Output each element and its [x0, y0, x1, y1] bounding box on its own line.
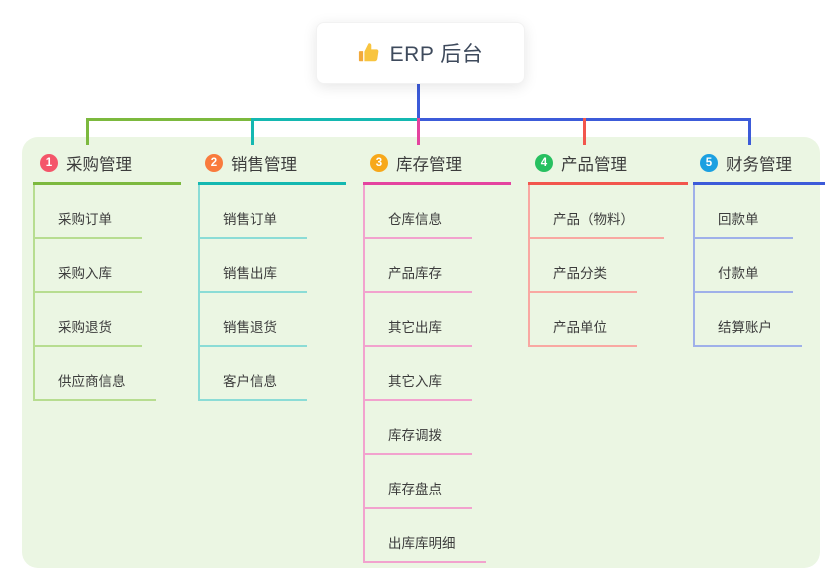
child-node-label: 采购退货 [58, 320, 112, 335]
child-node-label: 销售出库 [223, 266, 277, 281]
child-node[interactable]: 其它出库 [363, 293, 472, 347]
child-node-label: 销售退货 [223, 320, 277, 335]
child-node[interactable]: 销售订单 [198, 185, 307, 239]
child-node[interactable]: 回款单 [693, 185, 793, 239]
branch-column: 2 销售管理 销售订单 销售出库 销售退货 客户信息 [198, 148, 346, 401]
child-node-label: 产品（物料） [553, 212, 634, 227]
branch-label[interactable]: 2 销售管理 [198, 148, 346, 185]
child-node[interactable]: 销售退货 [198, 293, 307, 347]
branch-spine-line [363, 185, 365, 563]
branch-spine-line [198, 185, 200, 401]
child-node-label: 采购入库 [58, 266, 112, 281]
branch-number-badge: 3 [370, 154, 388, 172]
child-node[interactable]: 产品单位 [528, 293, 637, 347]
child-node-label: 产品库存 [388, 266, 442, 281]
branch-column: 4 产品管理 产品（物料） 产品分类 产品单位 [528, 148, 688, 347]
branch-drop-line-4 [583, 118, 586, 145]
branch-spine-line [693, 185, 695, 347]
branch-children: 产品（物料） 产品分类 产品单位 [528, 185, 688, 347]
child-node[interactable]: 结算账户 [693, 293, 802, 347]
child-node[interactable]: 采购订单 [33, 185, 142, 239]
child-node-label: 产品分类 [553, 266, 607, 281]
child-node-label: 库存盘点 [388, 482, 442, 497]
bus-segment-1 [86, 118, 253, 121]
branch-drop-line-3 [417, 118, 420, 145]
branch-title: 产品管理 [561, 156, 627, 174]
child-node-label: 付款单 [718, 266, 759, 281]
branch-number-badge: 4 [535, 154, 553, 172]
branch-spine-line [33, 185, 35, 401]
child-node-label: 回款单 [718, 212, 759, 227]
child-node-label: 供应商信息 [58, 374, 126, 389]
child-node[interactable]: 供应商信息 [33, 347, 156, 401]
branch-column: 1 采购管理 采购订单 采购入库 采购退货 供应商信息 [33, 148, 181, 401]
branch-title: 销售管理 [231, 156, 297, 174]
root-title: ERP 后台 [389, 43, 484, 66]
branch-children: 采购订单 采购入库 采购退货 供应商信息 [33, 185, 181, 401]
branch-children: 仓库信息 产品库存 其它出库 其它入库 库存调拨 库存盘点 出库库明细 [363, 185, 511, 563]
branch-number-badge: 1 [40, 154, 58, 172]
child-node-label: 客户信息 [223, 374, 277, 389]
root-connector-line [417, 82, 420, 119]
child-node[interactable]: 采购入库 [33, 239, 142, 293]
child-node-label: 仓库信息 [388, 212, 442, 227]
child-node[interactable]: 库存调拨 [363, 401, 472, 455]
child-node-label: 产品单位 [553, 320, 607, 335]
branch-children: 销售订单 销售出库 销售退货 客户信息 [198, 185, 346, 401]
branch-label[interactable]: 5 财务管理 [693, 148, 825, 185]
branch-number-badge: 5 [700, 154, 718, 172]
child-node[interactable]: 采购退货 [33, 293, 142, 347]
branch-children: 回款单 付款单 结算账户 [693, 185, 825, 347]
child-node-label: 结算账户 [718, 320, 772, 335]
child-node[interactable]: 产品库存 [363, 239, 472, 293]
child-node-label: 其它入库 [388, 374, 442, 389]
branch-label[interactable]: 4 产品管理 [528, 148, 688, 185]
child-node[interactable]: 客户信息 [198, 347, 307, 401]
child-node[interactable]: 库存盘点 [363, 455, 472, 509]
child-node[interactable]: 仓库信息 [363, 185, 472, 239]
branch-column: 3 库存管理 仓库信息 产品库存 其它出库 其它入库 库存调拨 库存盘点 出库库… [363, 148, 511, 563]
branch-label[interactable]: 1 采购管理 [33, 148, 181, 185]
thumbs-up-icon [358, 42, 380, 64]
bus-segment-2 [251, 118, 419, 121]
child-node[interactable]: 其它入库 [363, 347, 472, 401]
branch-number-badge: 2 [205, 154, 223, 172]
branch-spine-line [528, 185, 530, 347]
branches-panel [22, 137, 820, 568]
branch-label[interactable]: 3 库存管理 [363, 148, 511, 185]
branch-title: 财务管理 [726, 156, 792, 174]
child-node-label: 出库库明细 [388, 536, 456, 551]
child-node[interactable]: 产品分类 [528, 239, 637, 293]
child-node[interactable]: 付款单 [693, 239, 793, 293]
child-node-label: 销售订单 [223, 212, 277, 227]
branch-drop-line-5 [748, 118, 751, 145]
root-node[interactable]: ERP 后台 [316, 22, 525, 84]
child-node[interactable]: 销售出库 [198, 239, 307, 293]
branch-title: 采购管理 [66, 156, 132, 174]
child-node-label: 库存调拨 [388, 428, 442, 443]
child-node[interactable]: 出库库明细 [363, 509, 486, 563]
child-node-label: 采购订单 [58, 212, 112, 227]
branch-column: 5 财务管理 回款单 付款单 结算账户 [693, 148, 825, 347]
child-node[interactable]: 产品（物料） [528, 185, 664, 239]
child-node-label: 其它出库 [388, 320, 442, 335]
branch-drop-line-2 [251, 118, 254, 145]
branch-title: 库存管理 [396, 156, 462, 174]
branch-drop-line-1 [86, 118, 89, 145]
